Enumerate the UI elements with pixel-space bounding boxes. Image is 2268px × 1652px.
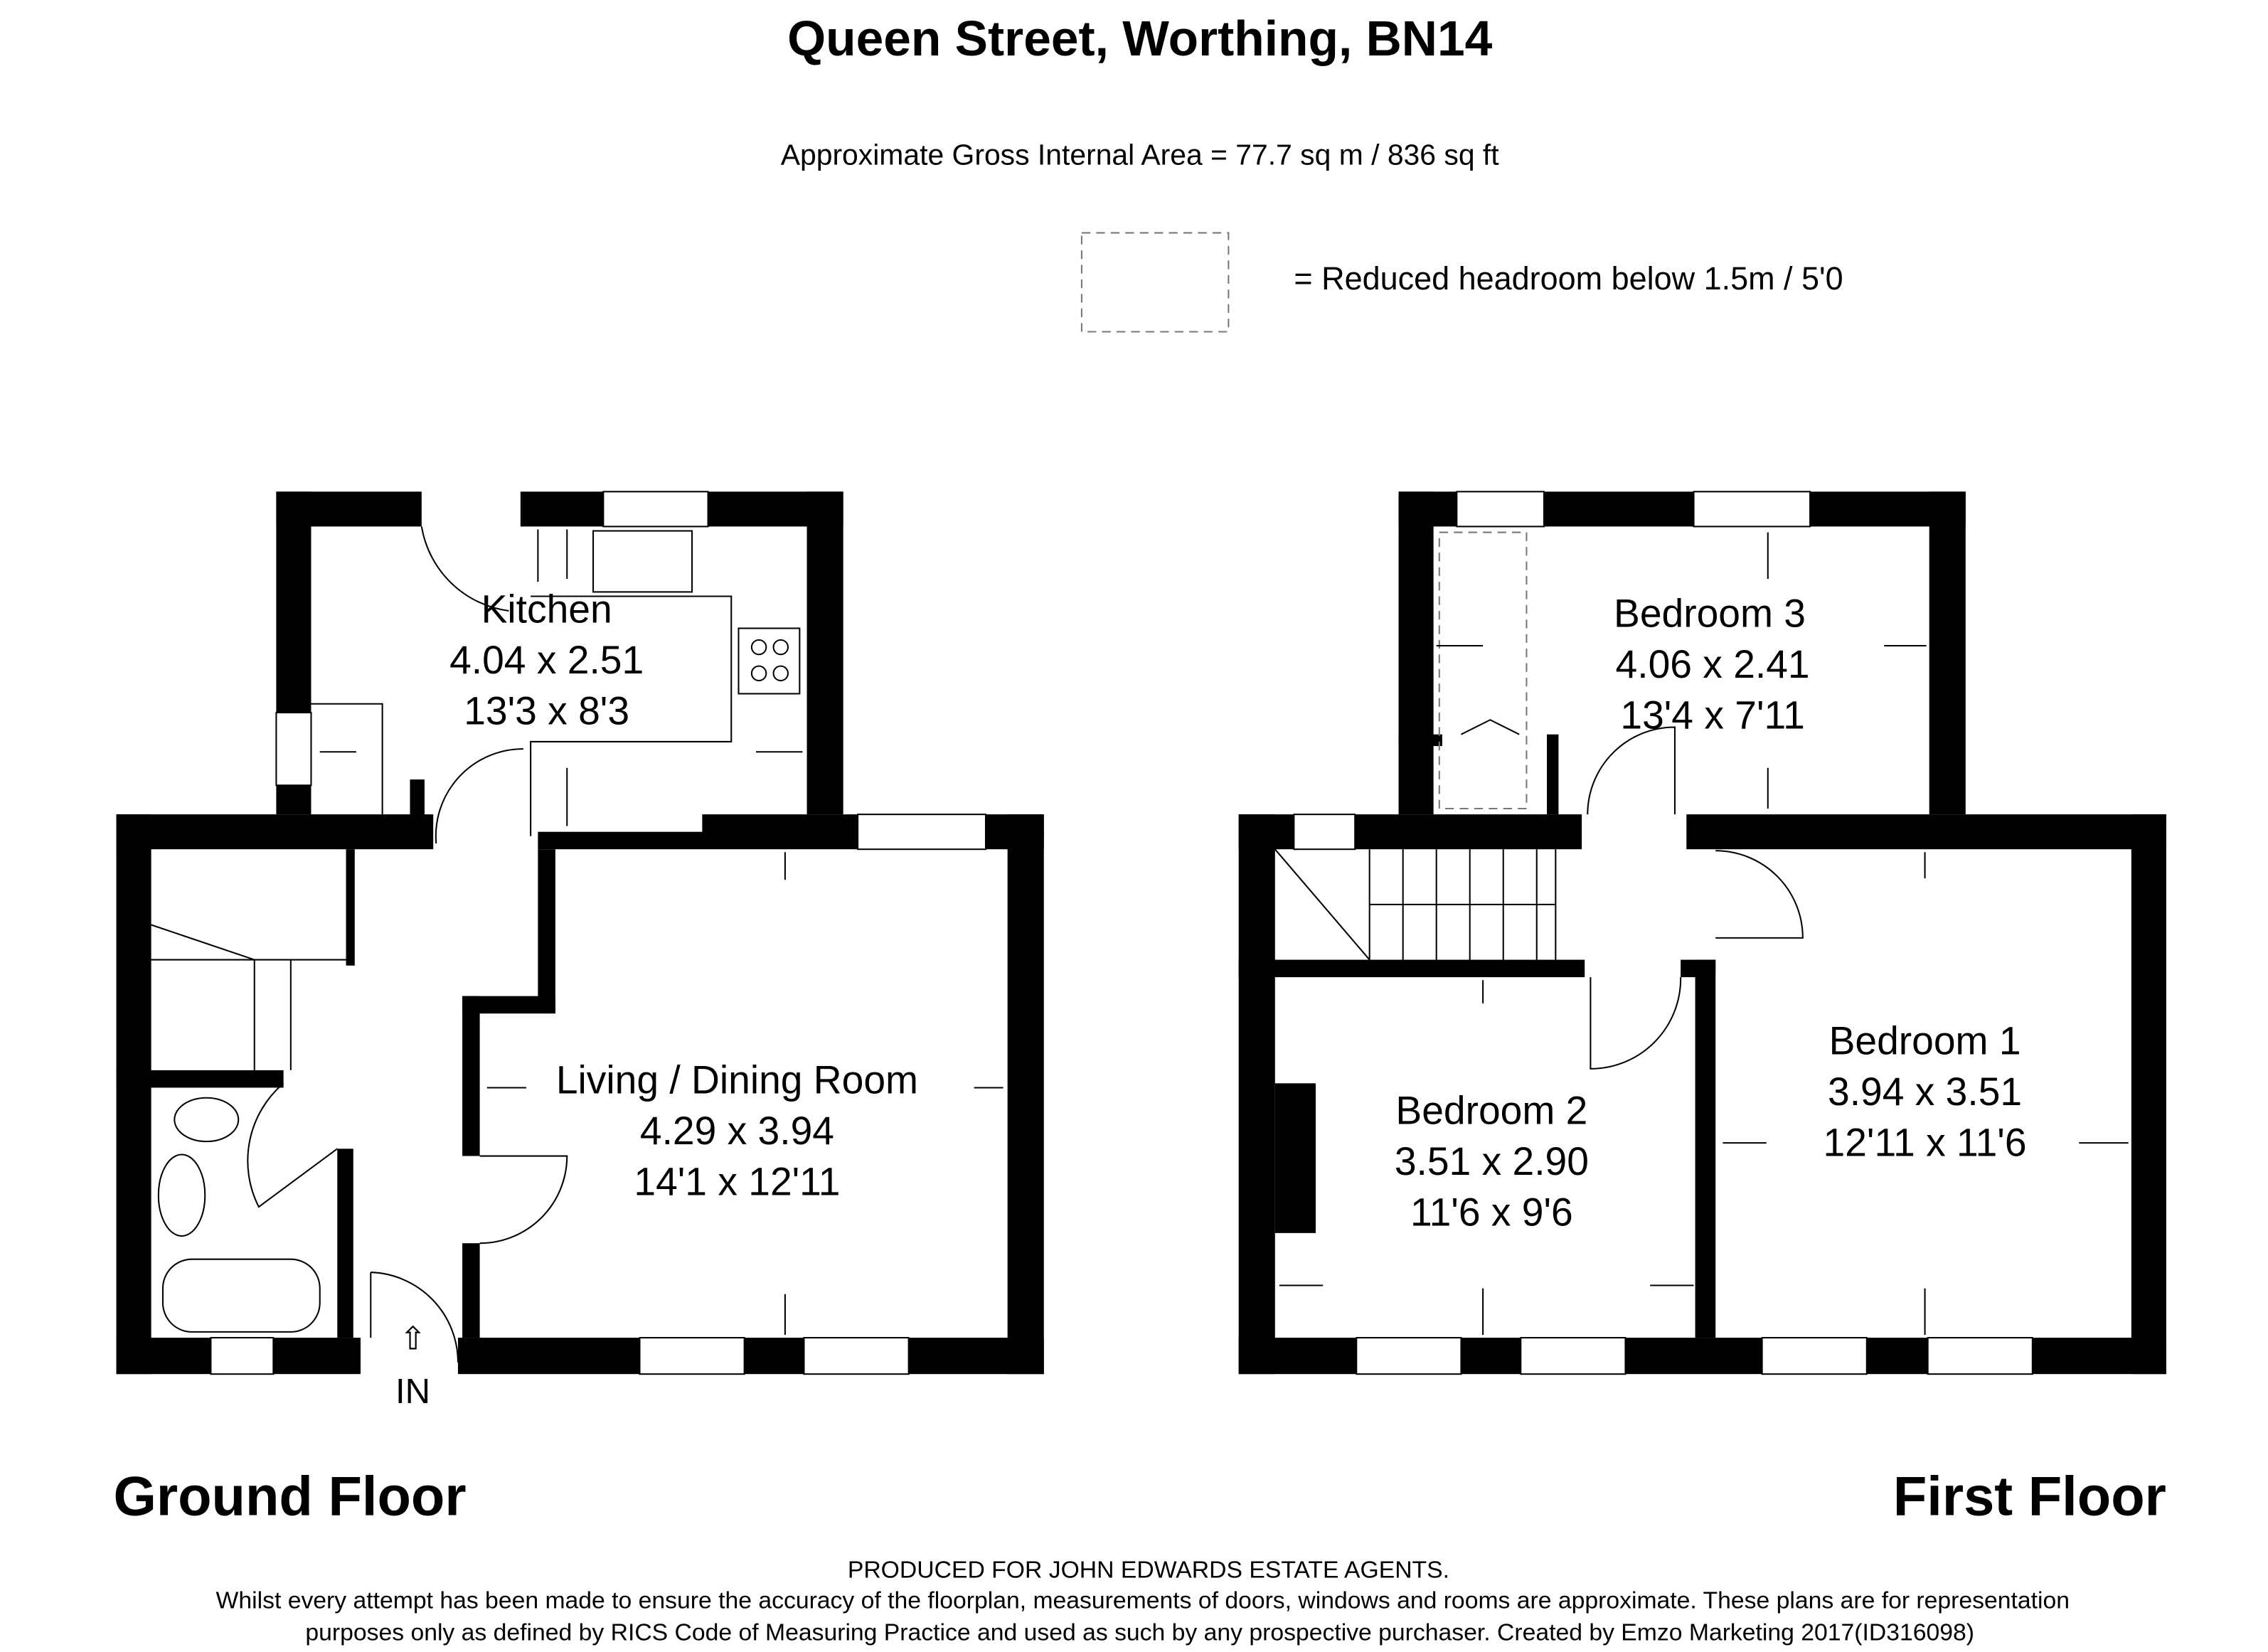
produced-for: PRODUCED FOR JOHN EDWARDS ESTATE AGENTS.	[848, 1556, 1449, 1583]
room-bedroom-1: Bedroom 1 3.94 x 3.51 12'11 x 11'6	[1824, 1018, 2027, 1164]
room-metric: 4.29 x 3.94	[640, 1109, 834, 1153]
room-imperial: 14'1 x 12'11	[634, 1160, 840, 1204]
entrance-arrow-icon: ⇧	[400, 1320, 427, 1356]
page-title: Queen Street, Worthing, BN14	[787, 11, 1493, 66]
room-imperial: 12'11 x 11'6	[1824, 1121, 2027, 1165]
room-name: Bedroom 2	[1395, 1089, 1587, 1133]
disclaimer: PRODUCED FOR JOHN EDWARDS ESTATE AGENTS.…	[216, 1556, 2070, 1646]
room-imperial: 11'6 x 9'6	[1410, 1190, 1573, 1235]
room-imperial: 13'3 x 8'3	[464, 688, 629, 732]
ground-floor-label: Ground Floor	[113, 1466, 466, 1527]
reduced-headroom-legend-swatch	[1080, 232, 1230, 333]
entrance-label: IN	[395, 1373, 430, 1411]
room-metric: 3.94 x 3.51	[1828, 1070, 2022, 1114]
room-imperial: 13'4 x 7'11	[1620, 693, 1804, 737]
room-name: Bedroom 1	[1829, 1018, 2021, 1062]
room-metric: 3.51 x 2.90	[1395, 1139, 1589, 1183]
disclaimer-line-1: Whilst every attempt has been made to en…	[216, 1587, 2070, 1614]
room-living-dining: Living / Dining Room 4.29 x 3.94 14'1 x …	[556, 1058, 918, 1204]
room-metric: 4.04 x 2.51	[449, 638, 644, 682]
room-name: Bedroom 3	[1614, 591, 1806, 635]
reduced-headroom-area	[1438, 531, 1528, 809]
legend-text: = Reduced headroom below 1.5m / 5'0	[1294, 260, 1843, 297]
gross-area: Approximate Gross Internal Area = 77.7 s…	[781, 138, 1500, 171]
room-kitchen: Kitchen 4.04 x 2.51 13'3 x 8'3	[449, 587, 644, 732]
room-bedroom-2: Bedroom 2 3.51 x 2.90 11'6 x 9'6	[1395, 1089, 1589, 1235]
first-floor-plan: Bedroom 3 4.06 x 2.41 13'4 x 7'11 Bedroo…	[1238, 491, 2166, 1527]
room-metric: 4.06 x 2.41	[1616, 642, 1810, 686]
disclaimer-line-2: purposes only as defined by RICS Code of…	[305, 1619, 1974, 1646]
ground-floor-plan: IN ⇧ Kitchen 4.04 x 2.51 13'3 x 8'3 Livi…	[113, 491, 1044, 1527]
room-name: Kitchen	[481, 587, 612, 631]
room-bedroom-3: Bedroom 3 4.06 x 2.41 13'4 x 7'11	[1614, 591, 1810, 737]
first-floor-label: First Floor	[1893, 1466, 2166, 1527]
room-name: Living / Dining Room	[556, 1058, 918, 1102]
